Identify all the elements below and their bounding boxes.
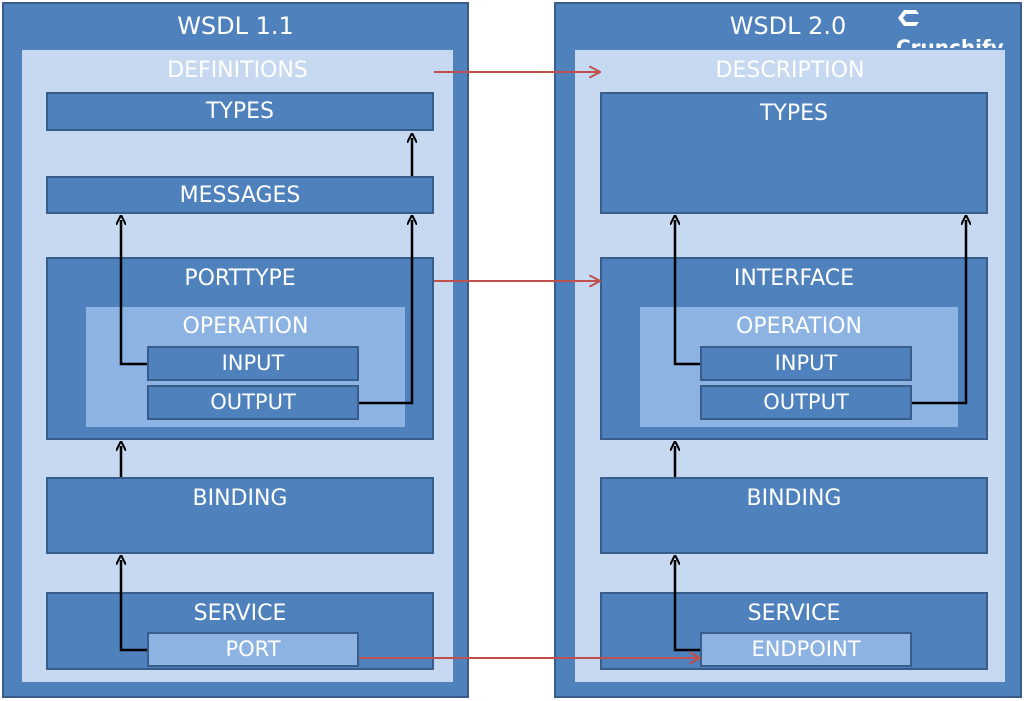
wsdl11-binding-label: BINDING [192,486,288,511]
wsdl20-operation-label: OPERATION [736,314,862,339]
wsdl11-output-block: OUTPUT [147,385,359,420]
interface-label: INTERFACE [733,266,855,291]
wsdl11-service-label: SERVICE [193,601,287,626]
wsdl20-binding-block [600,477,988,554]
wsdl20-input-block: INPUT [700,346,912,381]
input-to-messages-arrow [121,220,147,366]
wsdl11-title: WSDL 1.1 [177,12,294,40]
definitions-label: DEFINITIONS [167,58,308,83]
port-block: PORT [147,632,359,667]
endpoint-block: ENDPOINT [700,632,912,667]
wsdl20-types-label: TYPES [759,101,828,126]
wsdl11-operation-label: OPERATION [182,314,309,339]
wsdl20-service-label: SERVICE [747,601,841,626]
wsdl20-output-to-types-arrow [912,220,966,405]
crunchify-c-icon [896,7,920,34]
description-label: DESCRIPTION [715,58,865,83]
wsdl11-types-block: TYPES [46,92,434,131]
endpoint-to-binding-arrow [675,560,700,652]
wsdl11-binding-block [46,477,434,554]
wsdl20-input-to-types-arrow [675,220,700,366]
port-to-binding-arrow [121,560,147,652]
wsdl20-binding-label: BINDING [746,486,842,511]
output-to-messages-arrow [359,220,412,405]
porttype-label: PORTTYPE [184,266,296,291]
wsdl11-input-block: INPUT [147,346,359,381]
wsdl20-types-block [600,92,988,214]
wsdl20-title: WSDL 2.0 [729,12,847,40]
wsdl20-output-block: OUTPUT [700,385,912,420]
messages-block: MESSAGES [46,176,434,214]
